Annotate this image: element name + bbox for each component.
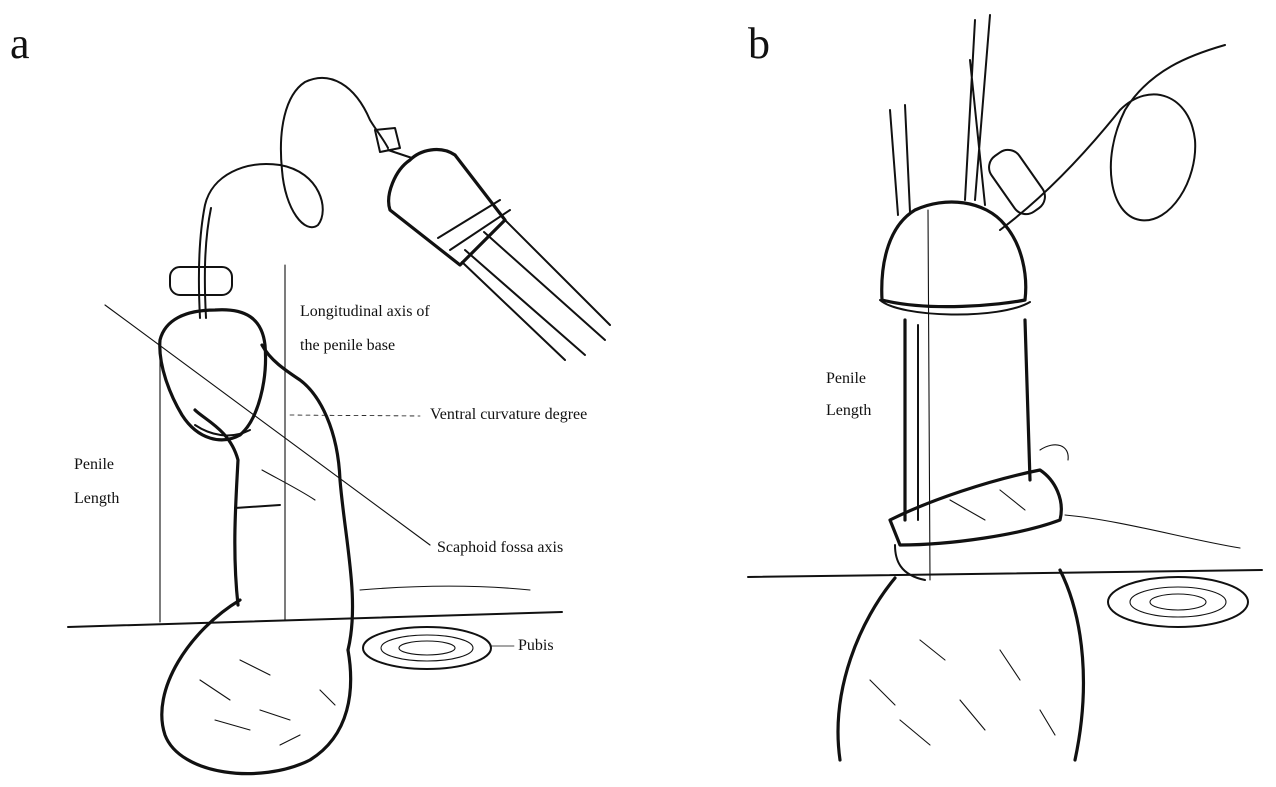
panel-a-length-label-line2: Length xyxy=(74,487,119,511)
panel-b-pubis-outer xyxy=(1108,577,1248,627)
panel-b-shaft-right xyxy=(1025,320,1030,480)
panel-b-fold-hatch xyxy=(950,445,1068,520)
panel-b-clamp xyxy=(984,144,1051,219)
panel-a-length-label-line1: Penile xyxy=(74,453,114,477)
panel-b-baseline xyxy=(748,570,1262,577)
panel-a-curvature-label: Ventral curvature degree xyxy=(430,403,587,427)
panel-b-tube xyxy=(1000,45,1225,230)
panel-b-sutures xyxy=(890,15,990,215)
panel-b-glans xyxy=(882,202,1026,307)
panel-b-skin-line xyxy=(1065,515,1240,548)
panel-b-length-line xyxy=(928,210,930,580)
panel-b-pubis-mid xyxy=(1130,587,1226,617)
panel-b-length-label-line2: Length xyxy=(826,399,871,423)
panel-a-pubis-label: Pubis xyxy=(518,634,554,658)
panel-a-scaphoid-label: Scaphoid fossa axis xyxy=(437,536,563,560)
panel-b-pubis-inner xyxy=(1150,594,1206,610)
panel-b-scrotum xyxy=(838,570,1083,760)
panel-b-length-label-line1: Penile xyxy=(826,367,866,391)
panel-a-axis-label-line1: Longitudinal axis of xyxy=(300,300,430,324)
panel-b-skin-fold xyxy=(890,470,1061,545)
panel-a-axis-label-line2: the penile base xyxy=(300,334,395,358)
panel-b-scrotum-hatch xyxy=(870,640,1055,745)
